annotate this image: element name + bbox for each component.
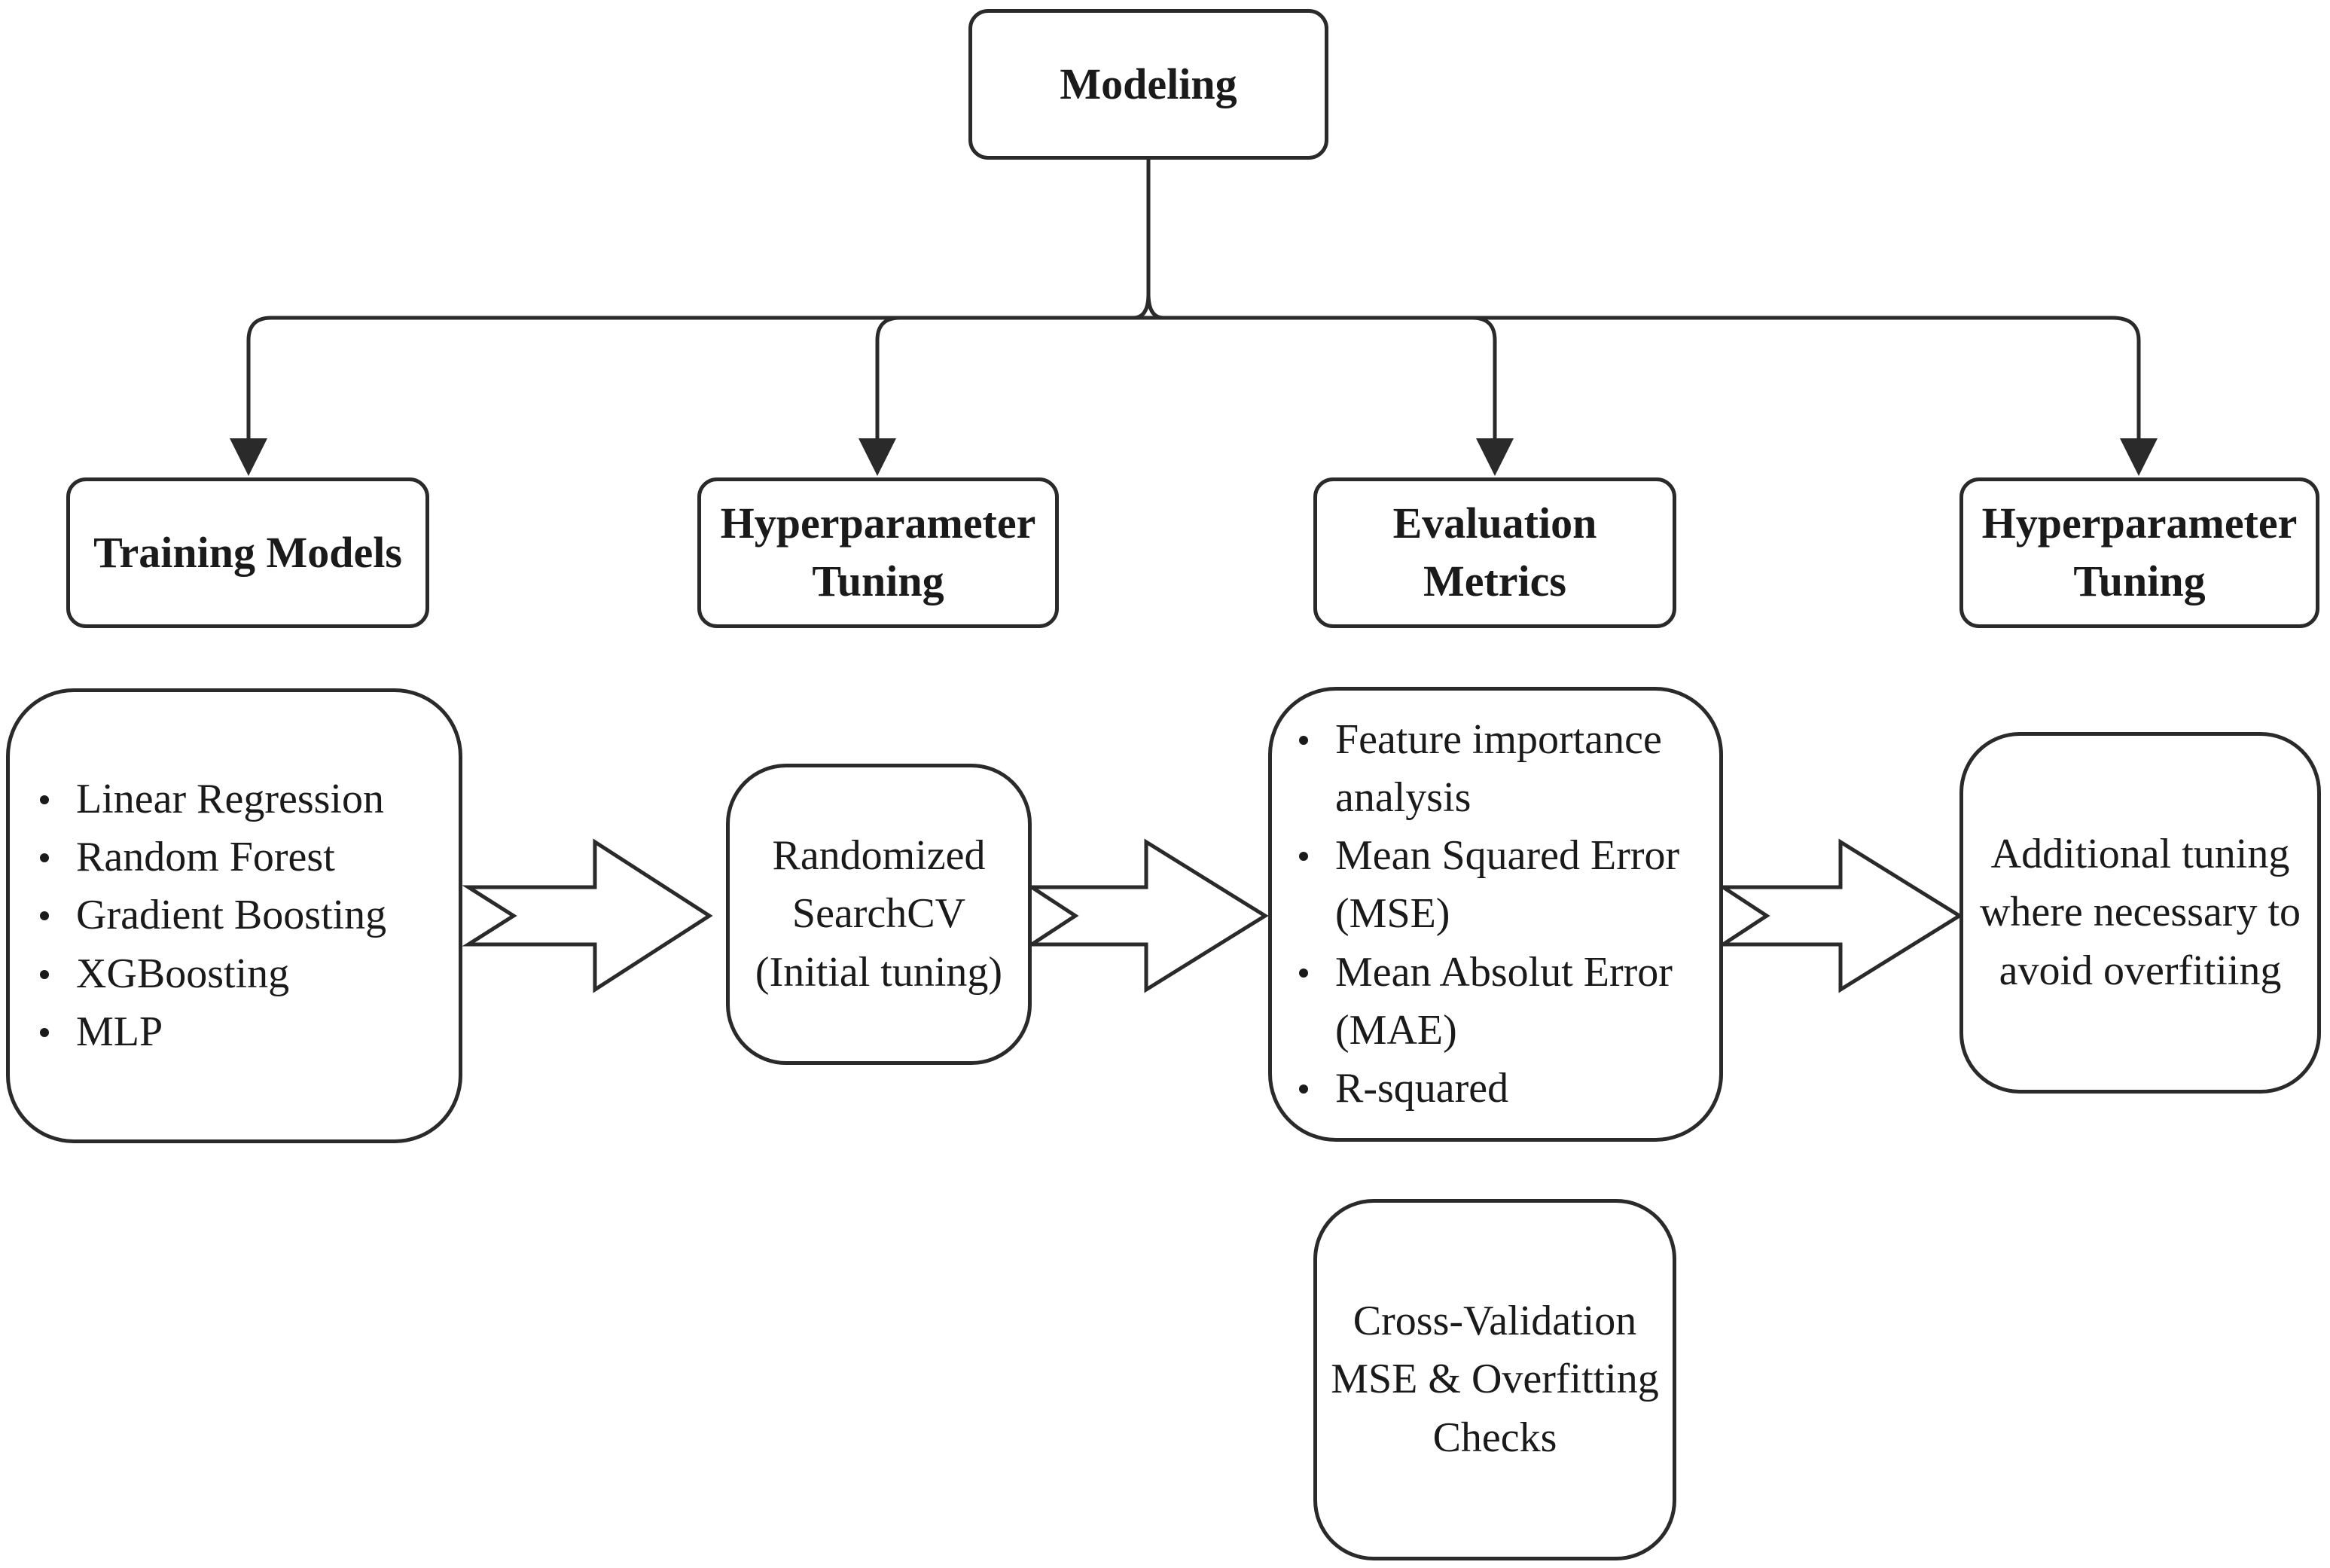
training-models-list-box: Linear Regression Random Forest Gradient… xyxy=(6,688,462,1143)
list-item: XGBoosting xyxy=(23,945,386,1003)
training-models-label: Training Models xyxy=(93,527,402,577)
hyperparameter-tuning-label: Hyperparameter Tuning xyxy=(720,499,1036,606)
additional-tuning-text: Additional tuning where necessary to avo… xyxy=(1979,831,2301,994)
evaluation-metrics-node: Evaluation Metrics xyxy=(1313,477,1676,628)
branch-arrow-hyperparameter-1 xyxy=(859,316,901,476)
list-item: MLP xyxy=(23,1003,386,1061)
list-item: R-squared xyxy=(1282,1060,1704,1118)
evaluation-metrics-label: Evaluation Metrics xyxy=(1392,499,1597,606)
list-item: Feature importance analysis xyxy=(1282,711,1704,828)
list-item: Random Forest xyxy=(23,828,386,886)
initial-tuning-box: Randomized SearchCV (Initial tuning) xyxy=(726,764,1032,1065)
cross-validation-box: Cross-Validation MSE & Overfitting Check… xyxy=(1313,1199,1676,1560)
additional-tuning-box: Additional tuning where necessary to avo… xyxy=(1959,732,2321,1094)
branch-arrow-training xyxy=(230,316,272,476)
initial-tuning-text: Randomized SearchCV (Initial tuning) xyxy=(755,832,1003,996)
hyperparameter-tuning-2-label: Hyperparameter Tuning xyxy=(1981,499,2298,606)
block-arrow-3 xyxy=(1716,838,1963,993)
training-models-node: Training Models xyxy=(66,477,429,628)
evaluation-metrics-list: Feature importance analysis Mean Squared… xyxy=(1282,711,1704,1118)
trunk-line-left xyxy=(1133,293,1151,320)
block-arrow-1 xyxy=(462,838,713,993)
hyperparameter-tuning-2-node: Hyperparameter Tuning xyxy=(1959,477,2319,628)
evaluation-metrics-list-box: Feature importance analysis Mean Squared… xyxy=(1268,687,1723,1142)
block-arrow-2 xyxy=(1025,838,1269,993)
list-item: Mean Absolut Error (MAE) xyxy=(1282,944,1704,1060)
list-item: Mean Squared Error (MSE) xyxy=(1282,827,1704,944)
branch-arrow-hyperparameter-2 xyxy=(2112,316,2158,476)
trunk-line xyxy=(1146,160,1164,320)
list-item: Linear Regression xyxy=(23,770,386,828)
modeling-label: Modeling xyxy=(1060,59,1237,108)
list-item: Gradient Boosting xyxy=(23,886,386,944)
training-models-list: Linear Regression Random Forest Gradient… xyxy=(23,770,386,1061)
cross-validation-text: Cross-Validation MSE & Overfitting Check… xyxy=(1331,1298,1659,1461)
modeling-node: Modeling xyxy=(968,9,1328,160)
branch-arrow-evaluation xyxy=(1471,316,1514,476)
hyperparameter-tuning-node: Hyperparameter Tuning xyxy=(697,477,1059,628)
